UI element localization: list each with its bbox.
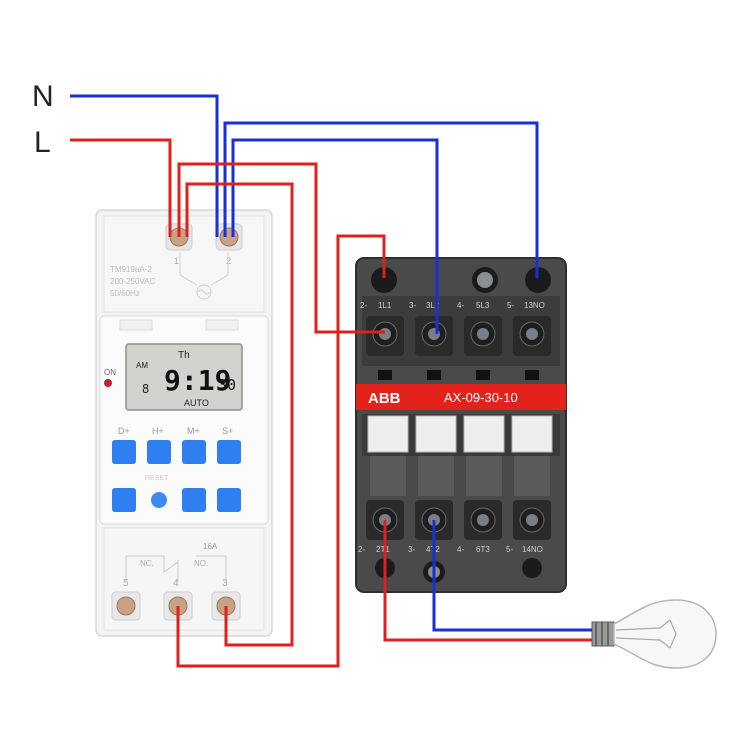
lcd-mode: AUTO <box>184 398 209 408</box>
contactor-model-label: AX-09-30-10 <box>444 390 518 405</box>
program-button[interactable] <box>182 488 206 512</box>
button-m-label: M+ <box>187 426 200 436</box>
live-wire-to-timer-terminal-3 <box>185 182 294 647</box>
bulb-filament <box>615 619 677 649</box>
top-terminal-label-1L1: 1L1 <box>378 301 392 310</box>
aux-top-screw-right-icon <box>525 267 551 293</box>
clock-button[interactable] <box>112 488 136 512</box>
bottom-number-1: 2- <box>358 545 365 554</box>
timer-model-text: TM919aA-2 <box>110 265 152 274</box>
neutral-wire-to-timer <box>70 94 219 237</box>
sine-wave-icon <box>197 289 211 295</box>
reset-label: RESET <box>145 475 169 482</box>
top-terminal-label-5L3: 5L3 <box>476 301 490 310</box>
slot-4 <box>525 370 539 380</box>
brand-band <box>356 384 566 410</box>
timer-terminal-1-label: 1 <box>174 256 179 266</box>
button-s-label: S+ <box>222 426 233 436</box>
terminal-4-label: 4 <box>173 578 179 589</box>
neutral-wire-to-13NO <box>223 121 539 278</box>
timer-frequency-text: 50/60Hz <box>110 289 140 298</box>
top-terminal-label-13NO: 13NO <box>524 301 545 310</box>
switched-wire-to-coil <box>176 234 386 668</box>
terminal-5L3-head-icon <box>477 328 489 340</box>
slot-1 <box>378 370 392 380</box>
button-h-label: H+ <box>152 426 164 436</box>
bottom-number-3: 4- <box>457 545 464 554</box>
live-wire-to-bulb <box>383 520 592 642</box>
bottom-number-4: 5- <box>506 545 513 554</box>
top-number-3: 4- <box>457 301 464 310</box>
cover-clip-right <box>205 319 239 331</box>
neutral-wire-to-bulb <box>432 520 592 632</box>
neutral-label: N <box>32 80 54 113</box>
actuator-window-2 <box>415 415 457 453</box>
slot-3 <box>476 370 490 380</box>
terminal-5-screw-icon <box>116 596 136 616</box>
neutral-wire-to-3L2 <box>231 138 439 334</box>
digital-timer-switch: TM919aA-2 200-250VAC 50/60Hz 1 2 ON AM T… <box>95 209 273 637</box>
abb-logo: ABB <box>368 390 401 407</box>
bottom-number-2: 3- <box>408 545 415 554</box>
minute-plus-button[interactable] <box>182 440 206 464</box>
lcd-day-indicator: Th <box>178 350 190 361</box>
bottom-terminal-label-14NO: 14NO <box>522 545 543 554</box>
top-number-1: 2- <box>360 301 367 310</box>
terminal-3-label: 3 <box>222 578 228 589</box>
top-terminal-label-3L2: 3L2 <box>426 301 440 310</box>
on-label: ON <box>104 368 116 377</box>
rib-3 <box>466 456 502 496</box>
rating-label: 16A <box>203 542 218 551</box>
terminal-13NO-head-icon <box>526 328 538 340</box>
no-label: NO. <box>194 559 208 568</box>
aux-bottom-screw-right-icon <box>522 558 542 578</box>
cover-clip-left <box>119 319 153 331</box>
light-bulb-icon <box>591 599 717 669</box>
slot-2 <box>427 370 441 380</box>
aux-top-screw-left-icon <box>371 267 397 293</box>
terminal-1L1-head-icon <box>379 328 391 340</box>
live-wire-to-timer <box>70 138 172 237</box>
abb-contactor: 2- 1L1 3- 3L2 4- 5L3 5- 13NO ABB AX <box>355 257 567 593</box>
button-d-label: D+ <box>118 426 130 436</box>
top-number-4: 5- <box>507 301 514 310</box>
coil-lead-lines <box>179 252 229 286</box>
rib-1 <box>370 456 406 496</box>
power-led-icon <box>104 379 112 387</box>
actuator-window-3 <box>463 415 505 453</box>
timer-terminal-2-label: 2 <box>226 256 231 266</box>
hour-plus-button[interactable] <box>147 440 171 464</box>
aux-top-screw-middle-head-icon <box>477 272 493 288</box>
actuator-window-4 <box>511 415 553 453</box>
day-plus-button[interactable] <box>112 440 136 464</box>
timer-voltage-text: 200-250VAC <box>110 277 155 286</box>
terminal-6T3-head-icon <box>477 514 489 526</box>
lcd-am-indicator: AM <box>136 361 148 370</box>
bottom-terminal-label-6T3: 6T3 <box>476 545 490 554</box>
actuator-window-1 <box>367 415 409 453</box>
lcd-display <box>125 343 243 411</box>
bulb-glass <box>613 599 717 669</box>
manual-button[interactable] <box>217 488 241 512</box>
terminal-14NO-head-icon <box>526 514 538 526</box>
lcd-seconds: 30 <box>218 376 236 394</box>
rib-2 <box>418 456 454 496</box>
lcd-time: 9:19 <box>164 364 231 397</box>
bottom-terminal-label-2T1: 2T1 <box>376 545 390 554</box>
live-label: L <box>34 126 51 159</box>
terminal-5-label: 5 <box>123 578 129 589</box>
second-plus-button[interactable] <box>217 440 241 464</box>
coil-symbol-icon <box>196 284 212 300</box>
lcd-program-number: 8 <box>142 382 149 396</box>
top-number-2: 3- <box>409 301 416 310</box>
relay-contact-symbol <box>125 555 227 582</box>
reset-button[interactable] <box>151 492 167 508</box>
rib-4 <box>514 456 550 496</box>
terminal-2-screw-icon <box>219 227 239 247</box>
nc-label: NC. <box>140 559 154 568</box>
